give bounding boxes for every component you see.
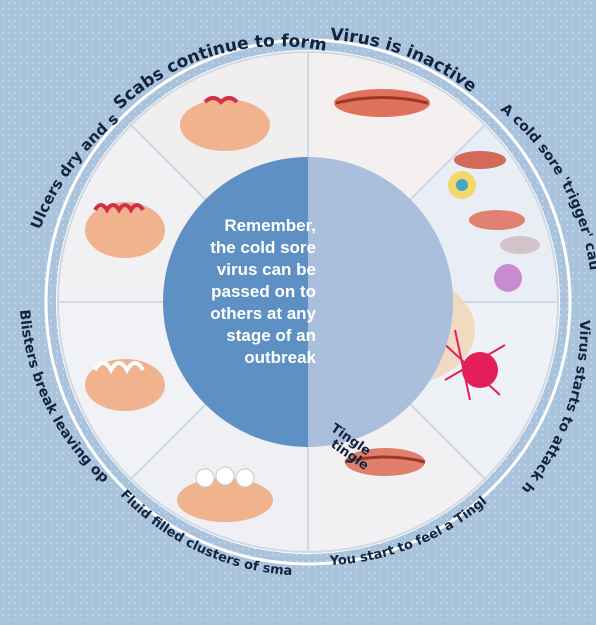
center-note-line: stage of an <box>186 325 316 347</box>
center-note-line: others at any <box>186 303 316 325</box>
center-note-line: outbreak <box>186 347 316 369</box>
illustration-inactive <box>334 89 430 117</box>
center-note: Remember, the cold sore virus can be pas… <box>186 215 316 369</box>
illustration-break <box>85 359 165 411</box>
center-note-line: the cold sore <box>186 237 316 259</box>
illustration-ulcers <box>85 202 165 258</box>
center-note-line: virus can be <box>186 259 316 281</box>
center-note-line: Remember, <box>186 215 316 237</box>
center-note-line: passed on to <box>186 281 316 303</box>
